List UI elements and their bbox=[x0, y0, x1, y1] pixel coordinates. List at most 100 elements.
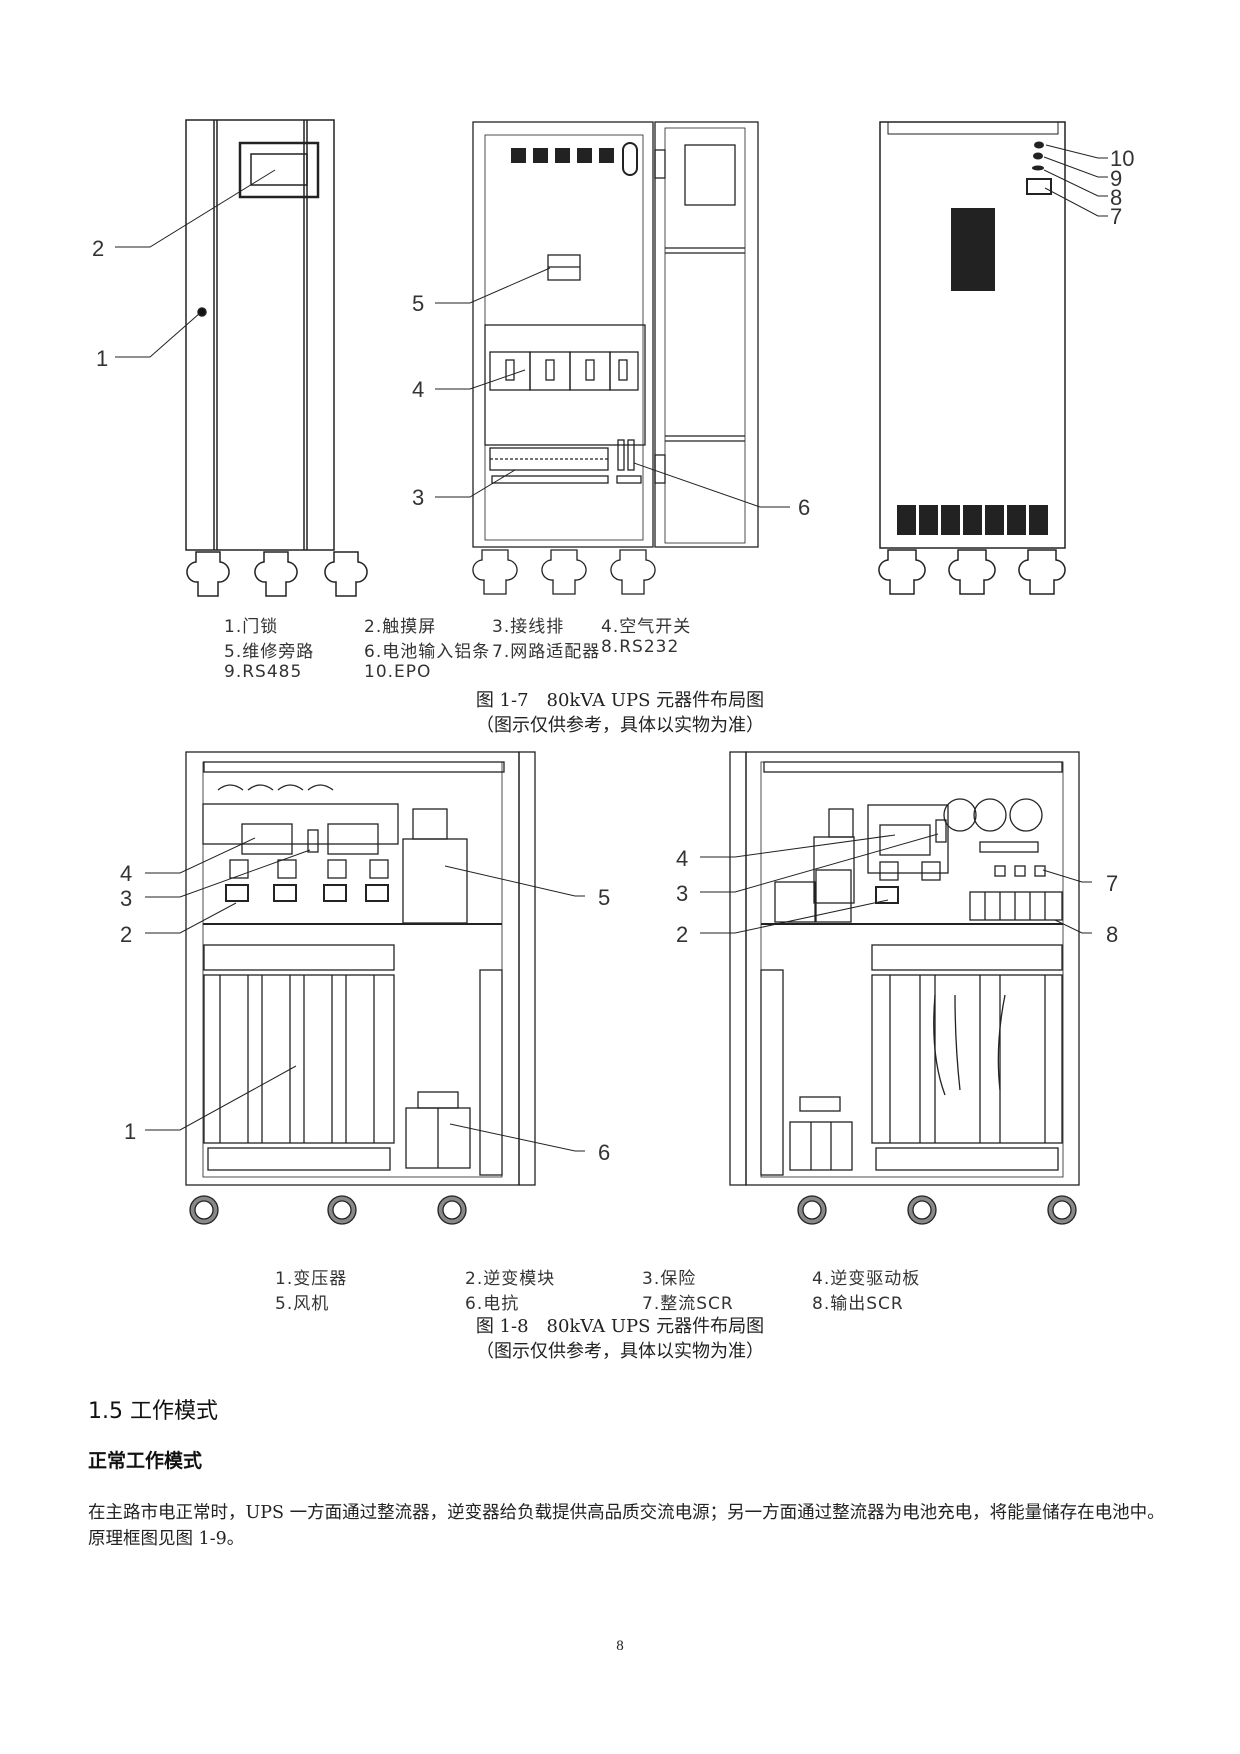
callout-3: 3 bbox=[676, 881, 688, 906]
casters bbox=[472, 549, 656, 595]
inverter-modules bbox=[225, 859, 389, 902]
callout-4: 4 bbox=[120, 861, 132, 886]
legend-item: 8.RS232 bbox=[601, 637, 680, 657]
legend-item: 6.电池输入铝条 bbox=[364, 642, 491, 662]
leader-3 bbox=[435, 469, 516, 498]
cabinet-frame bbox=[745, 751, 1080, 1186]
leader-6 bbox=[449, 1123, 585, 1152]
bottom-vents bbox=[897, 505, 1048, 535]
figure-1-8-caption: 图 1-8 80kVA UPS 元器件布局图 bbox=[475, 1316, 765, 1337]
ups-interior-right bbox=[700, 751, 1092, 1225]
ups-front-view bbox=[115, 119, 368, 597]
callout-1: 1 bbox=[124, 1119, 136, 1144]
callout-1: 1 bbox=[96, 346, 108, 371]
leader-8 bbox=[1043, 169, 1108, 197]
subsection-heading: 正常工作模式 bbox=[88, 1450, 203, 1472]
battery-busbar bbox=[627, 439, 635, 471]
network-adapter bbox=[1026, 178, 1052, 195]
legend-item: 4.逆变驱动板 bbox=[812, 1269, 921, 1289]
callout-9: 9 bbox=[1110, 166, 1122, 191]
leader-4 bbox=[435, 369, 526, 390]
top-vents bbox=[511, 148, 614, 163]
reactor bbox=[405, 1091, 471, 1169]
callout-4: 4 bbox=[676, 846, 688, 871]
leader-4 bbox=[700, 834, 896, 858]
ports bbox=[1032, 141, 1044, 171]
figure-1-8-note: （图示仅供参考，具体以实物为准） bbox=[476, 1341, 764, 1362]
leader-5 bbox=[444, 865, 585, 897]
leader-8 bbox=[1054, 919, 1092, 934]
leader-1 bbox=[145, 1065, 297, 1131]
touch-screen bbox=[250, 153, 308, 186]
fan bbox=[402, 838, 468, 924]
capacitors bbox=[217, 784, 334, 791]
leader-6 bbox=[633, 462, 790, 508]
leader-10 bbox=[1045, 144, 1108, 159]
callout-3: 3 bbox=[120, 886, 132, 911]
legend-item: 3.保险 bbox=[642, 1269, 697, 1289]
leader-5 bbox=[435, 267, 551, 304]
fuse bbox=[307, 829, 319, 853]
callout-7: 7 bbox=[1106, 871, 1118, 896]
leader-2 bbox=[700, 899, 889, 934]
leader-2 bbox=[115, 169, 276, 248]
leader-7 bbox=[1044, 187, 1108, 217]
legend-item: 7.网路适配器 bbox=[492, 642, 601, 662]
fuse bbox=[935, 819, 947, 843]
legend-item: 1.变压器 bbox=[275, 1269, 348, 1289]
callout-4: 4 bbox=[412, 377, 424, 402]
callout-5: 5 bbox=[412, 291, 424, 316]
ups-rear-view bbox=[878, 121, 1108, 595]
legend-item: 2.逆变模块 bbox=[465, 1269, 556, 1289]
reactor bbox=[789, 1096, 853, 1171]
rear-panel bbox=[879, 121, 1066, 549]
casters bbox=[186, 551, 368, 597]
legend-item: 4.空气开关 bbox=[601, 617, 692, 637]
legend-item: 2.触摸屏 bbox=[364, 617, 437, 637]
legend-item: 5.维修旁路 bbox=[224, 642, 315, 662]
callout-6: 6 bbox=[798, 495, 810, 520]
callout-5: 5 bbox=[598, 885, 610, 910]
callout-7: 7 bbox=[1110, 204, 1122, 229]
legend-item: 3.接线排 bbox=[492, 617, 565, 637]
transformer bbox=[871, 974, 1063, 1171]
output-scr bbox=[969, 891, 1063, 921]
breaker-panel bbox=[484, 324, 646, 446]
legend-item: 9.RS485 bbox=[224, 662, 303, 682]
callout-8: 8 bbox=[1106, 922, 1118, 947]
leader-3 bbox=[700, 833, 939, 893]
legend-item: 10.EPO bbox=[364, 662, 432, 682]
legend-item: 1.门锁 bbox=[224, 617, 279, 637]
casters bbox=[797, 1195, 1077, 1225]
callout-2: 2 bbox=[676, 922, 688, 947]
cabinet-frame bbox=[185, 751, 520, 1186]
casters bbox=[189, 1195, 467, 1225]
touch-screen-frame bbox=[238, 141, 320, 199]
inverter-driver-board bbox=[241, 823, 293, 855]
leader-1 bbox=[115, 312, 201, 358]
leader-4 bbox=[145, 837, 256, 874]
legend-item: 6.电抗 bbox=[465, 1294, 520, 1314]
rectifier-scr bbox=[979, 841, 1046, 877]
figure-1-7-note: （图示仅供参考，具体以实物为准） bbox=[476, 715, 764, 736]
inverter-modules bbox=[875, 861, 941, 904]
leader-3 bbox=[145, 849, 311, 898]
inverter-driver-board bbox=[879, 824, 931, 856]
open-door bbox=[654, 121, 759, 548]
callout-2: 2 bbox=[92, 236, 104, 261]
section-heading: 1.5 工作模式 bbox=[88, 1399, 218, 1424]
air-switches bbox=[489, 351, 639, 391]
rear-vent-grille bbox=[951, 208, 995, 291]
ups-interior-left bbox=[145, 751, 585, 1225]
leader-2 bbox=[145, 902, 237, 934]
callout-6: 6 bbox=[598, 1140, 610, 1165]
legend-item: 7.整流SCR bbox=[642, 1294, 734, 1314]
callout-10: 10 bbox=[1110, 146, 1134, 171]
callout-2: 2 bbox=[120, 922, 132, 947]
page-number: 8 bbox=[616, 1638, 624, 1654]
leader-9 bbox=[1043, 156, 1108, 178]
cabinet-body bbox=[472, 121, 654, 548]
casters bbox=[878, 549, 1066, 595]
